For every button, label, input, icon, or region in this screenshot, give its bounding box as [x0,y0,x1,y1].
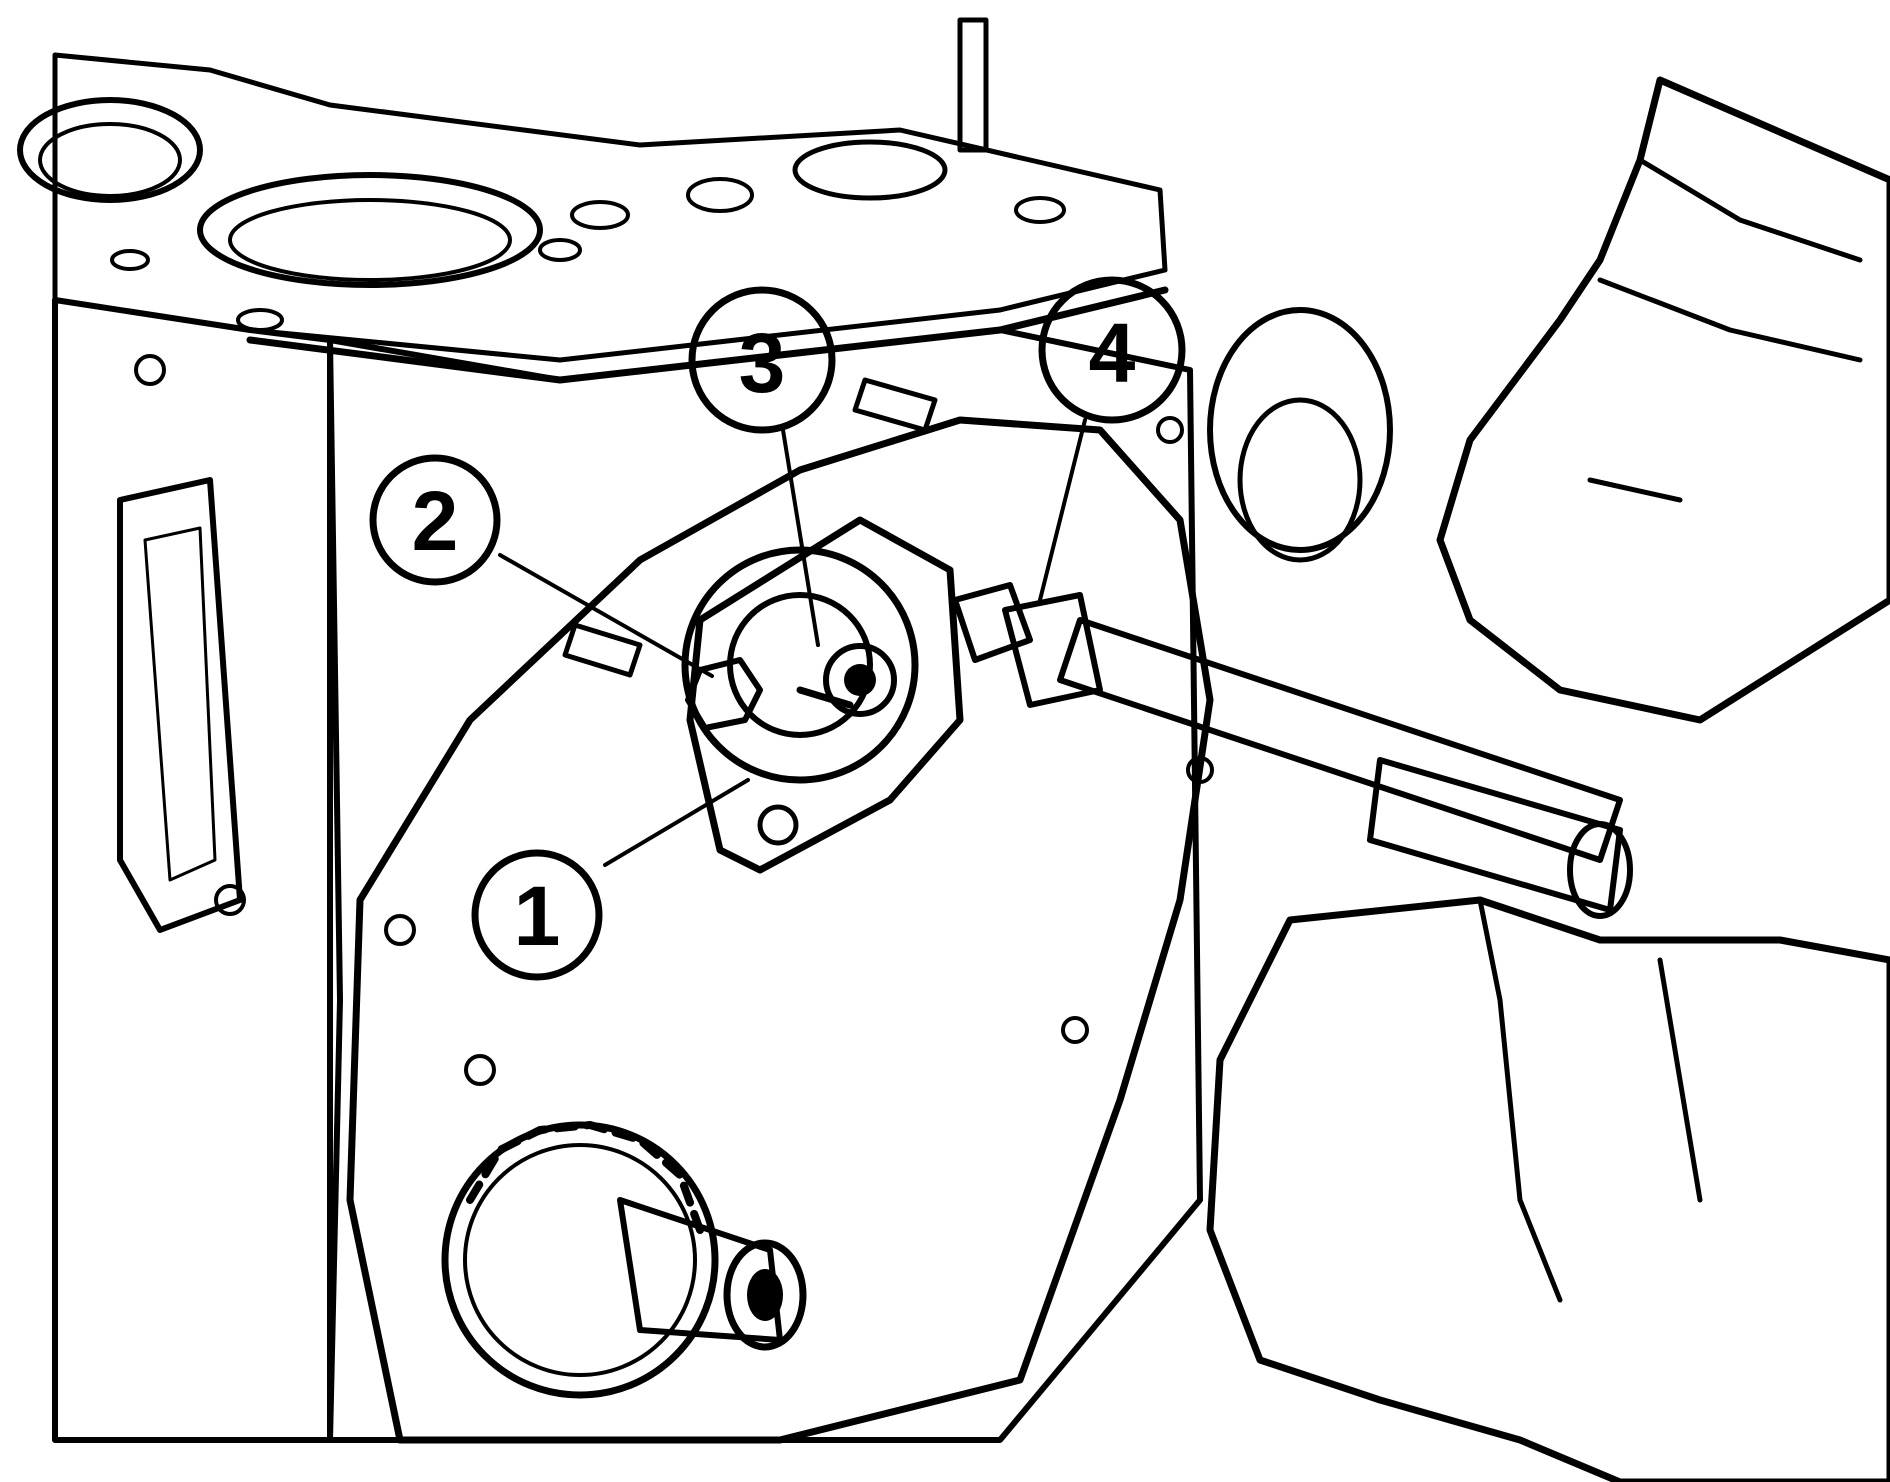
studs [562,377,938,678]
leader-line-4 [1038,418,1087,602]
hands [1206,76,1890,1482]
callout-1: 1 [471,849,603,981]
callout-4: 4 [1038,276,1186,424]
callout-4-label: 4 [1089,306,1136,400]
leader-line-3 [781,428,820,647]
crankshaft-sprocket [441,1121,807,1399]
timing-cover [134,354,1214,1444]
leader-lines [498,418,1087,867]
leader-line-2 [498,553,714,678]
socket-wrench [952,582,1633,919]
callout-2: 2 [369,454,501,586]
callout-1-label: 1 [514,869,561,963]
callout-3: 3 [688,286,836,434]
pulley [1207,307,1393,563]
leader-line-1 [603,778,750,867]
engine-block [17,17,1203,1443]
callout-2-label: 2 [412,474,459,568]
oil-pump-flange [681,516,964,874]
callout-3-label: 3 [739,316,786,410]
